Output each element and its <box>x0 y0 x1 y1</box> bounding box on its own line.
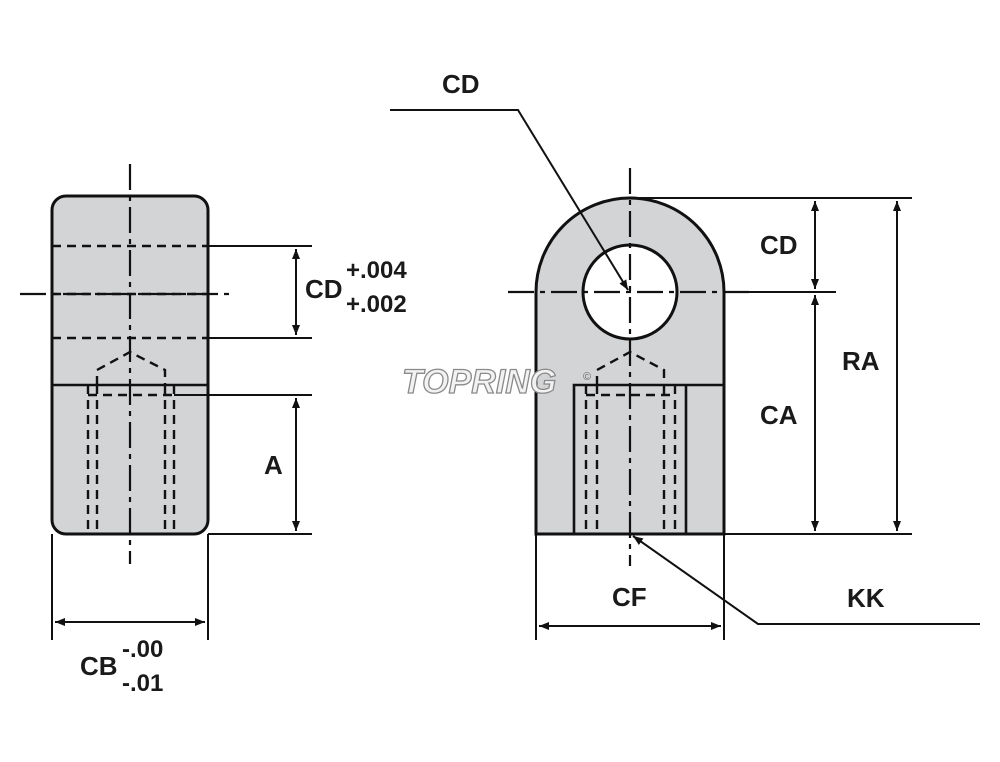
left-cd-label: CD <box>305 274 343 304</box>
watermark-copyright-mark: © <box>583 371 591 383</box>
left-a-label: A <box>264 450 283 480</box>
right-kk-leader <box>632 535 980 625</box>
right-front-view: CD CD CA RA CF KK <box>390 69 980 640</box>
left-cd-tol-plus: +.004 <box>346 257 407 284</box>
left-cb-label: CB <box>80 651 118 681</box>
left-cb-tol-minus: -.01 <box>122 670 163 697</box>
left-side-view: CD +.004 +.002 A CB -.00 -.01 <box>20 164 407 697</box>
right-cd-dim-label: CD <box>760 230 798 260</box>
right-cf-dim-label: CF <box>612 582 647 612</box>
right-cd-callout-label: CD <box>442 69 480 99</box>
right-ra-dim-label: RA <box>842 346 880 376</box>
watermark-text: TOPRING <box>402 363 556 401</box>
right-ca-dim-label: CA <box>760 400 798 430</box>
left-cd-tol-minus: +.002 <box>346 291 407 318</box>
right-kk-callout-label: KK <box>847 583 885 613</box>
topring-watermark-logo: TOPRING © <box>401 362 591 401</box>
left-cb-tol-plus: -.00 <box>122 636 163 663</box>
right-cd-leader <box>390 109 629 291</box>
